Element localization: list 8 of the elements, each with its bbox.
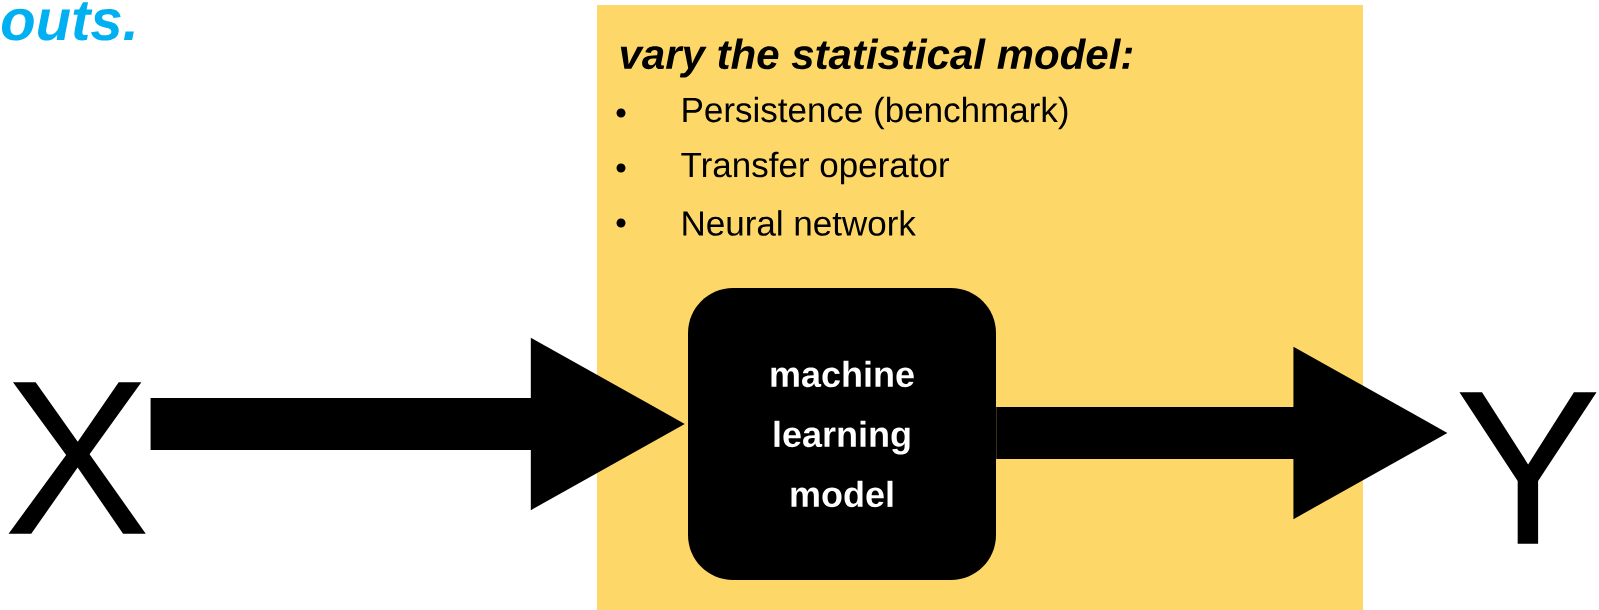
variable-label: X <box>8 382 146 534</box>
heading-fragment: outs. <box>2 2 134 41</box>
panel-heading: vary the statistical model: <box>620 38 1133 78</box>
list-item: Transfer operator <box>681 151 949 185</box>
list-item: Persistence (benchmark) <box>683 96 1068 130</box>
model-box: machine learning model <box>688 288 996 580</box>
variable-label: Y <box>1459 392 1597 544</box>
list-item: Neural network <box>683 210 916 236</box>
